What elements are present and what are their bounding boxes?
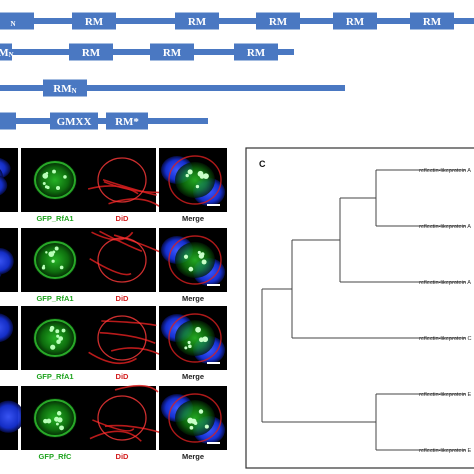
domain-box-label: RM (85, 16, 104, 28)
domain-backbone-line (0, 85, 345, 91)
rm-domain-box (0, 12, 34, 30)
micrograph-channel-label: GFP_RfC (39, 452, 73, 461)
domain-box-label: RM (346, 16, 365, 28)
domain-box-label: RM* (115, 116, 139, 128)
rm-domain-box (0, 112, 16, 130)
tree-branches (261, 169, 466, 451)
micrograph-tile (88, 228, 163, 292)
rm-domain-box (106, 112, 148, 130)
domain-box-label: RM (423, 16, 442, 28)
domain-box-label: RMN (53, 83, 76, 95)
micrograph-tile (0, 386, 25, 450)
micrograph-tile (159, 148, 227, 212)
micrograph-tile (0, 228, 18, 292)
micrograph-channel-label: GFP_RfA1 (36, 372, 73, 381)
domain-box-label: RM (82, 47, 101, 59)
micrograph-channel-label: DiD (116, 214, 130, 223)
rm-domain-box (410, 12, 454, 30)
micrograph-tile (88, 384, 163, 450)
micrograph-tile (21, 148, 89, 212)
tree-leaf-label: reflectin-likeprotein A (419, 280, 471, 286)
micrograph-channel-label: Merge (182, 452, 204, 461)
rm-domain-box (0, 43, 12, 61)
rm-domain-box (234, 43, 278, 61)
domain-backbone-line (0, 18, 474, 24)
micrograph-channel-label: DiD (116, 452, 130, 461)
scale-bar (207, 362, 220, 364)
micrograph-tile (159, 386, 227, 450)
micrograph-tile (21, 306, 89, 370)
domain-box-label: RM (163, 47, 182, 59)
tree-leaf-label: reflectin-likeprotein E (419, 392, 472, 398)
domain-box-label: GMXX (57, 116, 92, 128)
rm-domain-box (256, 12, 300, 30)
tree-leaf-label: reflectin-likeprotein C (419, 336, 472, 342)
domain-backbone-line (0, 118, 208, 124)
scale-bar (207, 204, 220, 206)
micrograph-tile (87, 148, 163, 212)
micrograph-tile (0, 306, 18, 370)
micrograph-tile (0, 148, 18, 212)
domain-box-label: N (10, 20, 15, 28)
micrograph-tile (159, 306, 227, 370)
rm-domain-box (150, 43, 194, 61)
tree-panel-frame (245, 147, 474, 469)
micrograph-channel-label: Merge (182, 294, 204, 303)
micrograph-channel-label: GFP_RfA1 (36, 294, 73, 303)
micrograph-channel-label: DiD (116, 372, 130, 381)
tree-leaf-labels: reflectin-likeprotein A reflectin-likepro… (419, 168, 472, 454)
tree-leaf-label: reflectin-likeprotein E (419, 448, 472, 454)
tree-leaf-label: reflectin-likeprotein A (419, 224, 471, 230)
rm-domain-box (333, 12, 377, 30)
micrograph-channel-label: Merge (182, 214, 204, 223)
micrograph-channel-label: GFP_RfA1 (36, 214, 73, 223)
rm-domain-box (69, 43, 113, 61)
domain-box-label: RM (188, 16, 207, 28)
rm-domain-box (175, 12, 219, 30)
micrograph-channel-label: DiD (116, 294, 130, 303)
domain-architecture-panel: NRMRMRMRMRMRMNRMRMRMRMNGMXXRM* (0, 12, 474, 130)
micrograph-tile (159, 228, 227, 292)
rm-domain-box (43, 79, 87, 97)
tree-panel-letter: C (259, 159, 266, 169)
domain-backbone-line (0, 49, 294, 55)
domain-box-label: RM (269, 16, 288, 28)
scale-bar (207, 284, 220, 286)
micrograph-channel-label: Merge (182, 372, 204, 381)
micrograph-tile (88, 306, 161, 370)
scale-bar (207, 442, 220, 444)
tree-leaf-label: reflectin-likeprotein A (419, 168, 471, 174)
rm-domain-box (72, 12, 116, 30)
rm-domain-box (50, 112, 98, 130)
micrograph-tile (21, 228, 89, 292)
micrograph-tile (21, 386, 89, 450)
phylogenetic-tree-panel: C reflectin-likeprotein Areflectin-likep… (245, 147, 474, 469)
domain-box-label: RM (247, 47, 266, 59)
